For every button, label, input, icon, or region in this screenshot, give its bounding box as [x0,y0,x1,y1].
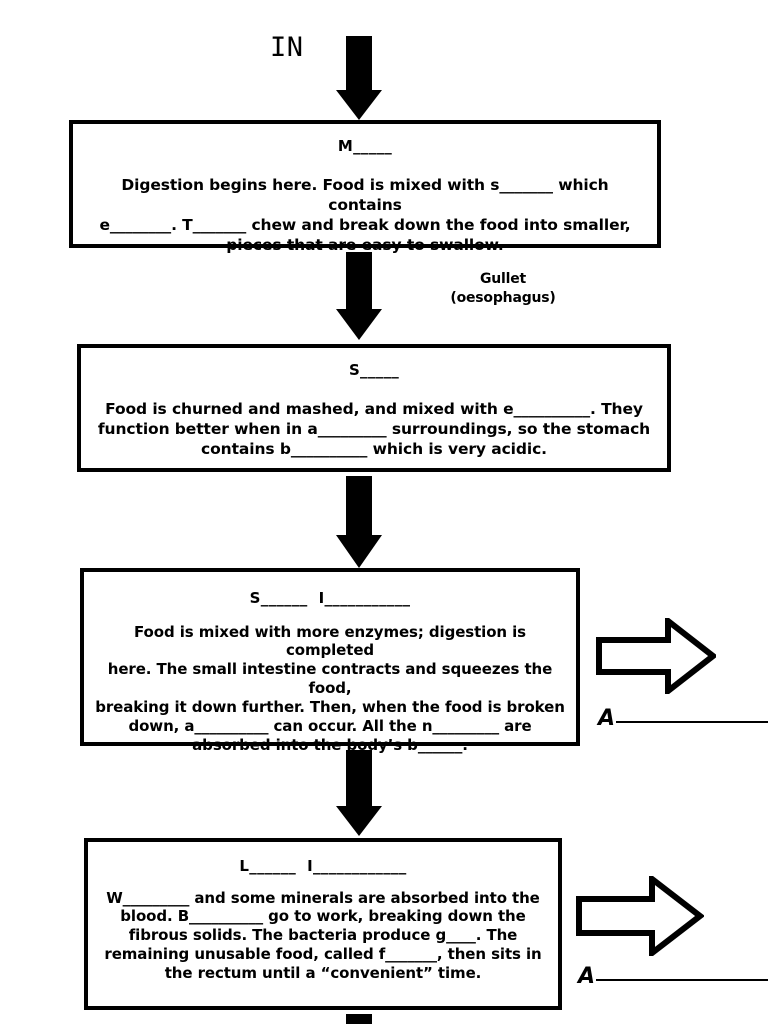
stage-box-stomach: S_____ Food is churned and mashed, and m… [77,344,671,472]
stage-body-stomach: Food is churned and mashed, and mixed wi… [97,399,651,458]
stage-title-small-intestine: S______ I___________ [249,589,411,607]
arrow-down-stomach-to-small-intestine-icon [336,476,382,568]
arrow-right-hollow-small-intestine-icon [596,618,716,694]
arrow-down-entry-icon [336,36,382,120]
side-output-label-small-intestine: A [598,708,768,730]
arrow-down-small-to-large-intestine-icon [336,750,382,836]
stage-body-small-intestine: Food is mixed with more enzymes; digesti… [95,622,565,754]
side-output-rule-small-intestine [616,721,768,723]
gullet-annotation: Gullet (oesophagus) [450,271,556,306]
arrow-down-mouth-to-stomach-icon [336,252,382,340]
arrow-down-outlet-icon [336,1014,382,1024]
stage-box-small-intestine: S______ I___________ Food is mixed with … [80,568,580,754]
stage-box-mouth: M_____ Digestion begins here. Food is mi… [69,120,661,254]
stage-body-large-intestine: W_________ and some minerals are absorbe… [104,888,542,983]
stage-body-mouth: Digestion begins here. Food is mixed wit… [99,175,631,254]
stage-box-large-intestine: L______ I____________ W_________ and som… [84,838,562,1010]
entry-label-in: IN [270,32,304,63]
side-output-letter-large-intestine: A [578,964,596,989]
arrow-right-hollow-large-intestine-icon [576,876,704,956]
stage-title-stomach: S_____ [348,361,400,379]
side-output-letter-small-intestine: A [598,706,616,731]
stage-title-mouth: M_____ [337,137,393,155]
stage-title-large-intestine: L______ I____________ [239,857,407,875]
side-output-rule-large-intestine [596,979,768,981]
side-output-label-large-intestine: A [578,966,768,988]
